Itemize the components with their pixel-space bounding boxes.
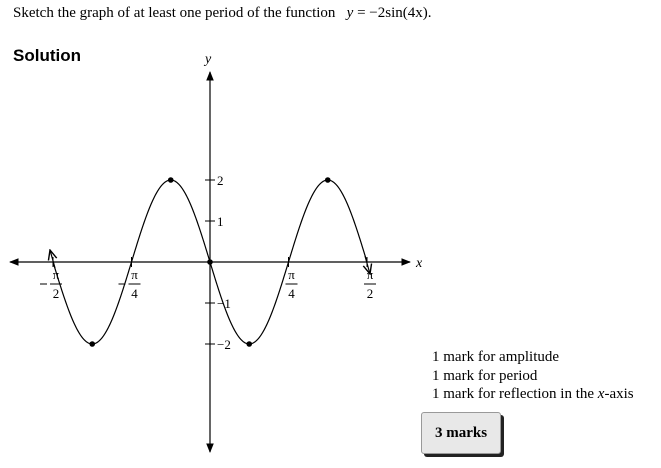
curve-point bbox=[89, 341, 96, 347]
total-marks-badge: 3 marks bbox=[421, 412, 501, 454]
y-axis-label: y bbox=[203, 52, 212, 67]
mark-amplitude: 1 mark for amplitude bbox=[432, 349, 560, 365]
curve-point bbox=[167, 177, 174, 183]
question-prefix: Sketch the graph of at least one period … bbox=[13, 5, 336, 21]
mark-period: 1 mark for period bbox=[432, 367, 538, 384]
question-suffix: . bbox=[427, 5, 432, 21]
y-tick-label: −2 bbox=[217, 337, 231, 352]
marking-scheme: 1 mark for amplitude 1 mark for period 1… bbox=[432, 348, 634, 404]
function-expression: y = −2sin(4x) bbox=[339, 5, 428, 21]
curve-point bbox=[246, 341, 253, 347]
y-tick-labels: 2 1 −1 −2 bbox=[217, 173, 231, 352]
x-tick-numerator: π bbox=[288, 267, 295, 282]
curve-point bbox=[324, 177, 331, 183]
function-rhs: sin(4x) bbox=[385, 5, 428, 21]
x-axis-label: x bbox=[415, 256, 423, 271]
question-text: Sketch the graph of at least one period … bbox=[13, 5, 432, 22]
y-tick-label: 2 bbox=[217, 173, 224, 188]
solution-heading: Solution bbox=[13, 46, 81, 65]
curve-point bbox=[207, 259, 213, 265]
x-tick-denominator: 2 bbox=[367, 286, 374, 301]
function-lhs: y bbox=[346, 5, 354, 21]
x-tick-denominator: 2 bbox=[53, 286, 60, 301]
x-tick-denominator: 4 bbox=[288, 286, 295, 301]
x-tick-numerator: π bbox=[131, 267, 138, 282]
x-tick-label: π4 bbox=[285, 267, 298, 301]
mark-reflection-prefix: 1 mark for reflection in the bbox=[432, 386, 598, 402]
curve-arrow-left bbox=[50, 250, 55, 269]
mark-reflection-suffix: -axis bbox=[604, 386, 634, 402]
y-tick-label: −1 bbox=[217, 296, 231, 311]
y-tick-label: 1 bbox=[217, 214, 224, 229]
curve-arrow-right bbox=[365, 255, 370, 274]
mark-reflection: 1 mark for reflection in the x-axis bbox=[432, 385, 634, 404]
x-tick-label: π4 bbox=[118, 267, 141, 301]
x-tick-numerator: π bbox=[367, 267, 374, 282]
marked-points bbox=[89, 177, 331, 347]
x-tick-denominator: 4 bbox=[131, 286, 138, 301]
mark-reflection-var: x bbox=[597, 386, 605, 402]
x-tick-label: π2 bbox=[40, 267, 62, 301]
function-eq: = −2 bbox=[353, 5, 386, 21]
